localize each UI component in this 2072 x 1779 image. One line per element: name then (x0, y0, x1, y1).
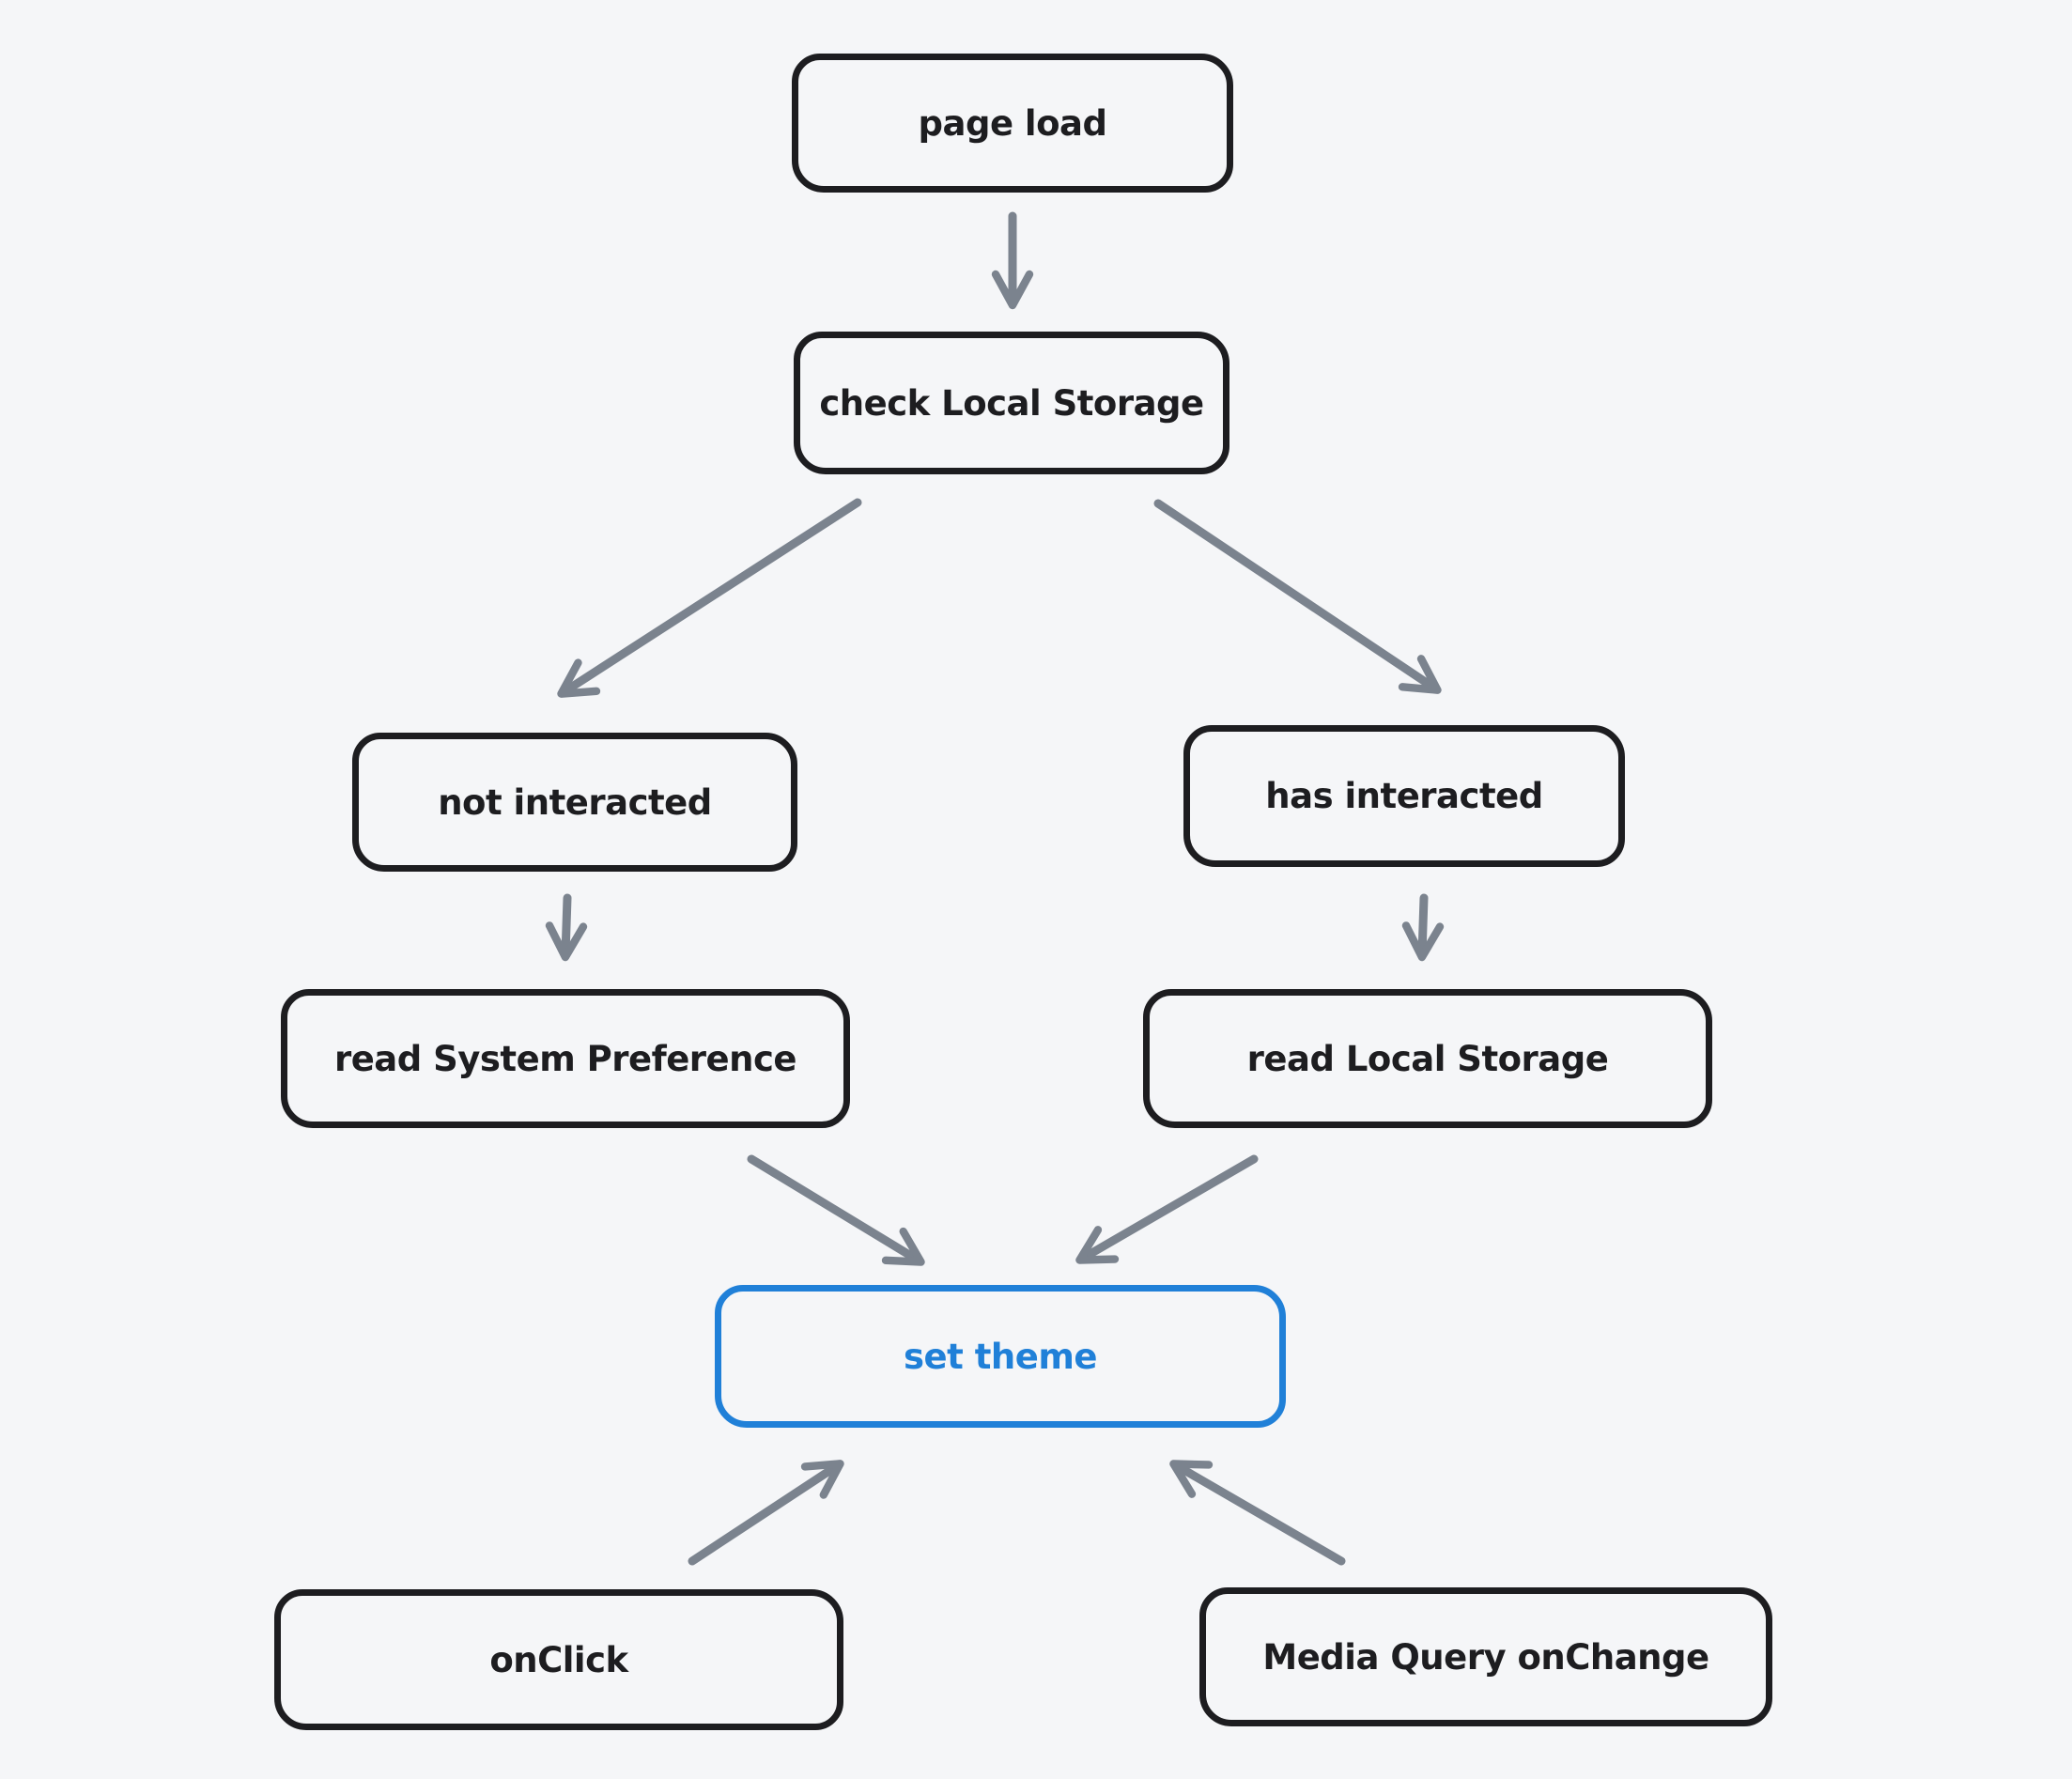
node-check-local-storage[interactable]: check Local Storage (794, 332, 1229, 474)
node-media-query-onchange[interactable]: Media Query onChange (1199, 1587, 1772, 1726)
node-not-interacted-label: not interacted (438, 781, 712, 823)
node-has-interacted-label: has interacted (1265, 776, 1543, 816)
node-media-query-onchange-label: Media Query onChange (1262, 1636, 1709, 1678)
arrow-onclick-to-set-theme[interactable] (688, 1460, 844, 1566)
node-read-local-storage[interactable]: read Local Storage (1143, 989, 1712, 1128)
arrow-media-query-onchange-to-set-theme[interactable] (1169, 1460, 1346, 1566)
node-not-interacted[interactable]: not interacted (352, 733, 797, 872)
arrow-not-interacted-to-read-system-preference[interactable] (545, 893, 588, 962)
node-set-theme[interactable]: set theme (715, 1285, 1286, 1428)
node-onclick-label: onClick (489, 1639, 628, 1680)
node-set-theme-label: set theme (904, 1336, 1097, 1377)
node-read-system-preference[interactable]: read System Preference (281, 989, 850, 1128)
node-read-local-storage-label: read Local Storage (1246, 1038, 1609, 1079)
arrow-check-local-storage-to-not-interacted[interactable] (557, 498, 862, 698)
arrow-read-local-storage-to-set-theme[interactable] (1075, 1154, 1259, 1264)
node-page-load[interactable]: page load (792, 54, 1233, 193)
arrow-read-system-preference-to-set-theme[interactable] (747, 1154, 925, 1266)
node-read-system-preference-label: read System Preference (333, 1038, 797, 1079)
node-check-local-storage-label: check Local Storage (819, 382, 1204, 424)
arrow-has-interacted-to-read-local-storage[interactable] (1401, 893, 1445, 962)
node-page-load-label: page load (918, 102, 1107, 144)
arrow-check-local-storage-to-has-interacted[interactable] (1153, 499, 1442, 694)
node-onclick[interactable]: onClick (274, 1589, 843, 1730)
node-has-interacted[interactable]: has interacted (1183, 725, 1625, 867)
